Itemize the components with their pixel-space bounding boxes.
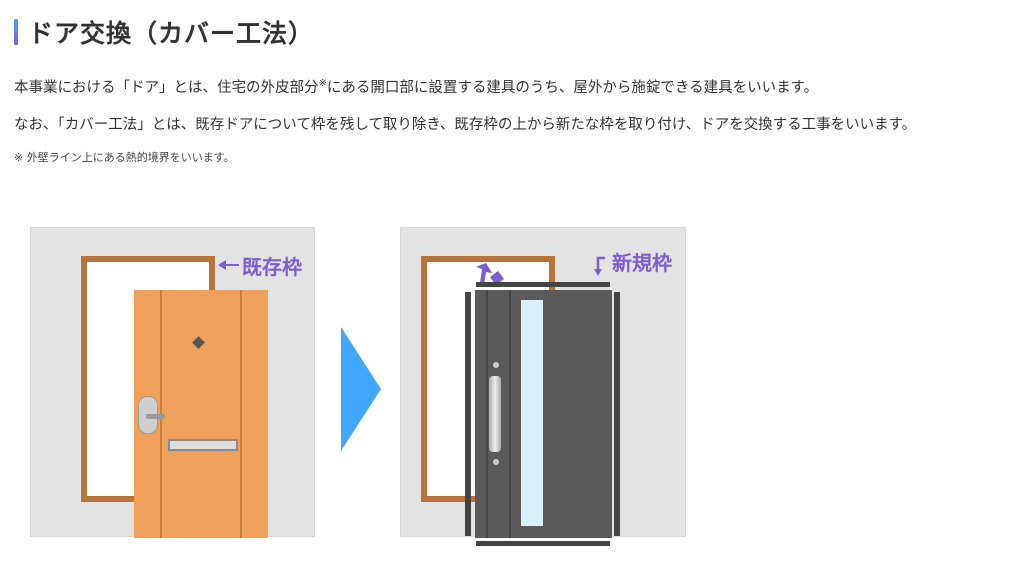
description-line-1-text: 本事業における「ドア」とは、住宅の外皮部分 <box>14 80 319 96</box>
removal-arrow-icon <box>476 263 504 285</box>
new-door-groove-left <box>486 290 488 538</box>
mail-slot <box>168 439 238 451</box>
section-heading: ドア交換（カバー工法） <box>14 14 314 50</box>
new-frame-right <box>614 292 620 536</box>
page-title: ドア交換（カバー工法） <box>28 19 315 48</box>
door-lever-icon <box>146 414 165 419</box>
arrow-left-icon <box>218 260 226 270</box>
new-door-groove-mid <box>509 290 511 538</box>
door-groove-right <box>240 290 242 538</box>
peephole-icon <box>192 336 205 349</box>
arrow-down-icon <box>594 256 605 276</box>
footnote-mark: ※ <box>318 78 327 89</box>
description-line-1-rest: にある開口部に設置する建具のうち、屋外から施錠できる建具をいいます。 <box>326 80 819 96</box>
new-frame-label: 新規枠 <box>612 251 672 275</box>
door-glass-panel <box>521 300 543 526</box>
existing-frame-label: 既存枠 <box>242 255 302 279</box>
before-illustration-panel <box>30 227 315 538</box>
new-frame-bottom <box>476 541 610 546</box>
heading-accent-bar <box>14 19 18 45</box>
old-door <box>134 290 268 538</box>
new-frame-top <box>476 282 610 287</box>
description-line-2: なお、「カバー工法」とは、既存ドアについて枠を残して取り除き、既存枠の上から新た… <box>14 117 917 133</box>
next-arrow-icon <box>341 327 381 451</box>
footnote: ※ 外壁ライン上にある熱的境界をいいます。 <box>14 151 235 164</box>
new-frame-left <box>465 292 471 536</box>
door-bolt-top-icon <box>493 362 499 368</box>
description-line-1: 本事業における「ドア」とは、住宅の外皮部分※にある開口部に設置する建具のうち、屋… <box>14 76 818 97</box>
door-bar-handle <box>489 376 501 452</box>
door-bolt-bottom-icon <box>493 459 499 465</box>
new-door <box>475 290 612 538</box>
arrow-left-shaft <box>225 264 239 266</box>
